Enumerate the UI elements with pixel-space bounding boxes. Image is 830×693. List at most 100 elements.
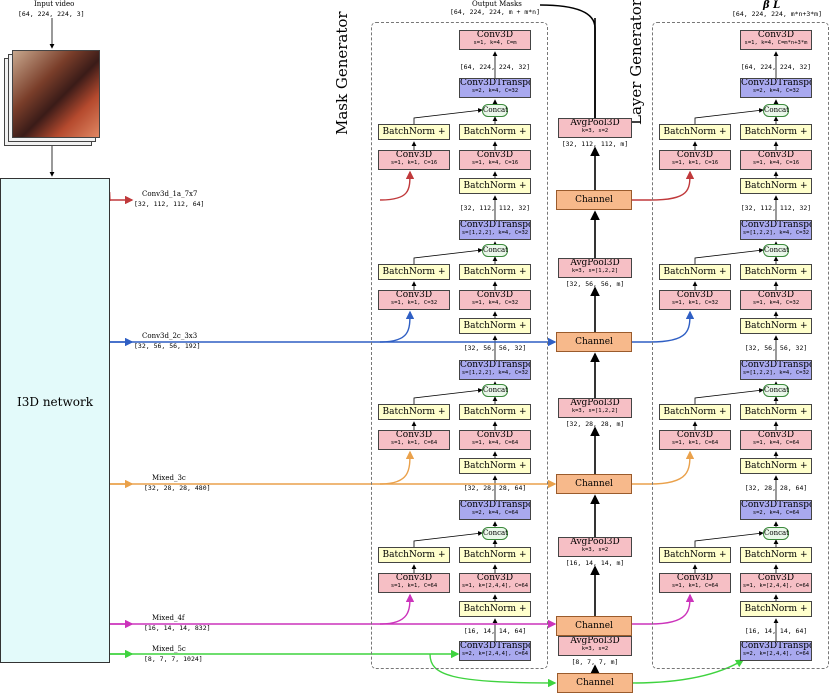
layer-main-bn-1-title: BatchNorm + ReLu: [744, 267, 808, 277]
i3d-output-shape-0: [32, 112, 112, 64]: [134, 200, 205, 208]
avgpool-3-params: k=3, s=2: [581, 547, 609, 554]
layer-skip-bn-0-title: BatchNorm + ReLu: [663, 127, 727, 137]
layer-skip-conv-0-title: Conv3D: [676, 150, 714, 160]
channel-masking-4-title: Channel Masking: [576, 678, 614, 688]
layer-skip-bn-0: BatchNorm + ReLu: [659, 124, 731, 140]
avgpool-3-title: AvgPool3D: [570, 537, 620, 547]
channel-masking-2-title: Channel Masking: [575, 479, 613, 489]
mask-skip-conv-0-title: Conv3D: [395, 150, 433, 160]
layer-top-deconv-params: s=2, k=4, C=32: [752, 88, 800, 95]
layer-skip-conv-2-params: s=1, k=1, C=64: [671, 440, 719, 447]
avgpool-2-title: AvgPool3D: [570, 398, 620, 408]
i3d-output-name-1: Conv3d_2c_3x3: [142, 332, 198, 340]
mask-concat-0: Concat: [482, 104, 508, 117]
mask-main-bn-3: BatchNorm + ReLu: [459, 547, 531, 563]
layer-skip-conv-2-title: Conv3D: [676, 430, 714, 440]
layer-main-conv-3-title: Conv3D: [757, 573, 795, 583]
mask-top-deconv-params: s=2, k=4, C=32: [471, 88, 519, 95]
red-to-mask: [379, 170, 415, 201]
layer-deconv-0-title: Conv3DTranspose: [741, 220, 811, 230]
channel-masking-1-title: Channel Masking: [575, 337, 613, 347]
mask-main-bn2-2: BatchNorm + ReLu: [459, 458, 531, 474]
i3d-output-name-0: Conv3d_1a_7x7: [142, 190, 198, 198]
layer-main-bn-2-title: BatchNorm + ReLu: [744, 407, 808, 417]
blue-to-layer: [632, 310, 695, 343]
layer-skip-bn-2-title: BatchNorm + ReLu: [663, 407, 727, 417]
i3d-output-shape-1: [32, 56, 56, 192]: [134, 342, 201, 350]
mask-concat-1: Concat: [482, 244, 508, 257]
layer-top-conv-title: Conv3D: [757, 30, 795, 40]
layer-concat-2: Concat: [763, 384, 789, 397]
mask-skip-conv-3-params: s=1, k=1, C=64: [390, 583, 438, 590]
mask-main-conv-1-title: Conv3D: [476, 290, 514, 300]
mask-stage-shape-3: [16, 14, 14, 64]: [463, 627, 527, 635]
channel-masking-4: Channel Masking: [557, 673, 633, 693]
mask-main-bn-0: BatchNorm + ReLu: [459, 124, 531, 140]
input-video-title: Input video: [34, 0, 75, 8]
mask-deconv-2-title: Conv3DTranspose: [460, 500, 530, 510]
mask-skip-bn-2-title: BatchNorm + ReLu: [382, 407, 446, 417]
mask-deconv-1-title: Conv3DTranspose: [460, 360, 530, 370]
layer-main-bn2-2-title: BatchNorm + ReLu: [744, 461, 808, 471]
i3d-output-name-2: Mixed_3c: [152, 474, 186, 482]
layer-concat-0: Concat: [763, 104, 789, 117]
mask-top-conv-params: s=1, k=4, C=m: [473, 40, 517, 47]
layer-main-bn2-3-title: BatchNorm + ReLu: [744, 604, 808, 614]
layer-skip-bn-1: BatchNorm + ReLu: [659, 264, 731, 280]
layer-main-conv-1-title: Conv3D: [757, 290, 795, 300]
layer-arrow-skip-1: [694, 248, 764, 264]
mask-concat-2: Concat: [482, 384, 508, 397]
layer-deconv-3: Conv3DTransposes=2, k=[2,4,4], C=64: [740, 641, 812, 661]
i3d-output-shape-2: [32, 28, 28, 480]: [144, 484, 211, 492]
magenta-to-layer: [632, 593, 695, 625]
spine-top: [539, 4, 596, 118]
mask-skip-bn-3: BatchNorm + ReLu: [378, 547, 450, 563]
layer-arrow-skip-3: [694, 531, 764, 547]
green-to-layer: [631, 659, 745, 684]
mask-main-bn2-0: BatchNorm + ReLu: [459, 178, 531, 194]
layer-deconv-1-title: Conv3DTranspose: [741, 360, 811, 370]
mask-top-deconv: Conv3DTransposes=2, k=4, C=32: [459, 78, 531, 98]
layer-skip-bn-1-title: BatchNorm + ReLu: [663, 267, 727, 277]
mask-main-conv-1-params: s=1, k=4, C=32: [471, 300, 519, 307]
layer-skip-bn-3-title: BatchNorm + ReLu: [663, 550, 727, 560]
mask-arrow-skip-2: [413, 388, 483, 404]
layer-deconv-0: Conv3DTransposes=[1,2,2], k=4, C=32: [740, 220, 812, 240]
mask-generator-frame: [371, 22, 548, 669]
layer-main-bn-0-title: BatchNorm + ReLu: [744, 127, 808, 137]
layer-deconv-1-params: s=[1,2,2], k=4, C=32: [742, 370, 810, 377]
mask-deconv-3-params: s=2, k=[2,4,4], C=64: [461, 651, 529, 658]
mask-main-conv-0-title: Conv3D: [476, 150, 514, 160]
layer-main-bn2-1: BatchNorm + ReLu: [740, 318, 812, 334]
layer-skip-conv-3-title: Conv3D: [676, 573, 714, 583]
layer-main-bn2-0: BatchNorm + ReLu: [740, 178, 812, 194]
mask-arrow-skip-0: [413, 108, 483, 124]
layer-arrow-skip-0: [694, 108, 764, 124]
mask-skip-bn-0-title: BatchNorm + ReLu: [382, 127, 446, 137]
red-to-layer: [632, 170, 695, 201]
layer-skip-conv-0-params: s=1, k=1, C=16: [671, 160, 719, 167]
layer-skip-bn-2: BatchNorm + ReLu: [659, 404, 731, 420]
avgpool-0-title: AvgPool3D: [570, 118, 620, 128]
mask-top-shape: [64, 224, 224, 32]: [459, 63, 531, 71]
mask-main-conv-2-title: Conv3D: [476, 430, 514, 440]
layer-top-deconv-title: Conv3DTranspose: [741, 78, 811, 88]
mask-main-conv-3-title: Conv3D: [476, 573, 514, 583]
layer-generator-label: Layer Generator: [627, 0, 645, 125]
i3d-output-name-4: Mixed_5c: [152, 645, 186, 653]
mask-deconv-0: Conv3DTransposes=[1,2,2], k=4, C=32: [459, 220, 531, 240]
i3d-network-block: I3D network: [0, 178, 110, 663]
layer-stage-shape-1: [32, 56, 56, 32]: [744, 344, 808, 352]
layer-main-bn-0: BatchNorm + ReLu: [740, 124, 812, 140]
